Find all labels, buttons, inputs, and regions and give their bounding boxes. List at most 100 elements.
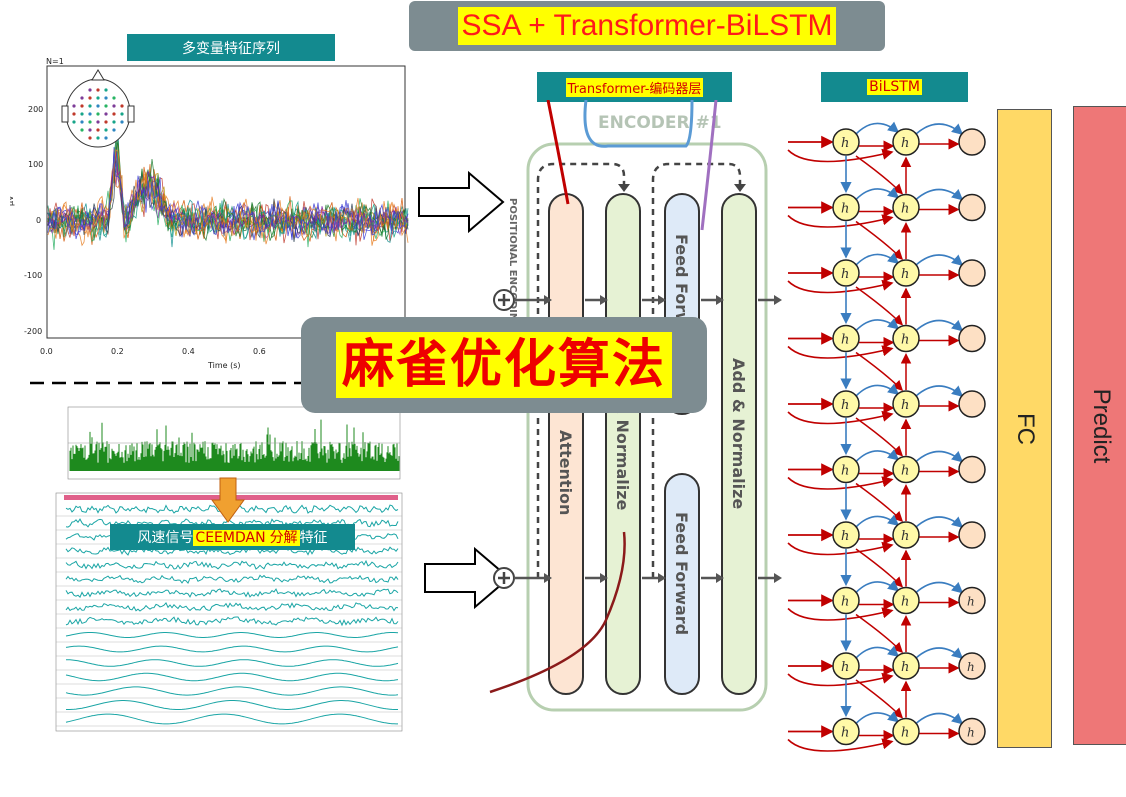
transformer-label: Transformer-编码器层 xyxy=(537,72,732,102)
topo-dot xyxy=(120,120,124,124)
topo-dot xyxy=(80,128,84,132)
imf-trace xyxy=(65,574,399,585)
ssa-overlay-text: 麻雀优化算法 xyxy=(335,332,672,398)
blue-connection-line xyxy=(583,100,694,148)
eeg-trace xyxy=(47,151,409,240)
positional-encoding-text: POSITIONAL ENCODING xyxy=(507,198,518,329)
eeg-ytick-3: -100 xyxy=(24,271,42,280)
eeg-trace xyxy=(47,131,409,240)
lstm-cell-node xyxy=(892,455,920,484)
fc-layer: FC xyxy=(997,109,1052,748)
topo-dot xyxy=(88,112,92,116)
topo-dot xyxy=(104,96,108,100)
imf-trace xyxy=(65,546,399,556)
svg-text:h: h xyxy=(901,136,909,151)
imf-trace xyxy=(66,659,399,667)
topo-dot xyxy=(72,112,76,116)
eeg-ylabel: μV xyxy=(10,195,15,206)
topo-dot xyxy=(104,104,108,108)
eeg-xtick-1: 0.2 xyxy=(111,347,124,356)
eeg-ytick-2: 0 xyxy=(36,216,41,225)
lstm-cell-node xyxy=(892,390,920,418)
add-normalize-column-2 xyxy=(721,193,757,695)
output-node xyxy=(958,717,986,746)
input-arrow-bottom xyxy=(424,546,511,610)
imf-trace xyxy=(66,700,398,710)
output-node xyxy=(958,259,986,287)
svg-text:h: h xyxy=(901,660,909,675)
topo-dot xyxy=(120,104,124,108)
topo-dot xyxy=(80,96,84,100)
title-box: SSA + Transformer-BiLSTM xyxy=(409,1,885,51)
svg-text:h: h xyxy=(901,726,909,741)
imf-trace xyxy=(65,713,398,725)
lstm-cell-node xyxy=(832,652,860,680)
topo-dot xyxy=(72,104,76,108)
imf-trace xyxy=(65,616,399,627)
topo-dot xyxy=(112,112,116,116)
lstm-cell-node xyxy=(832,128,860,156)
topo-dot xyxy=(96,88,100,92)
topo-dot xyxy=(96,104,100,108)
eeg-trace xyxy=(47,142,409,242)
svg-text:h: h xyxy=(967,595,975,609)
output-node xyxy=(958,193,986,222)
feed-forward-bottom-column xyxy=(664,473,700,695)
topo-dot xyxy=(80,104,84,108)
transformer-label-text: Transformer-编码器层 xyxy=(565,77,704,97)
topo-dot xyxy=(96,112,100,116)
svg-text:h: h xyxy=(841,398,849,413)
eeg-xlabel: Time (s) xyxy=(207,361,241,370)
feed-forward-bottom-text: Feed Forward xyxy=(672,512,691,635)
output-node xyxy=(958,390,986,418)
topo-dot xyxy=(80,120,84,124)
output-node xyxy=(958,652,986,680)
svg-text:h: h xyxy=(901,595,909,610)
predict-layer: Predict xyxy=(1073,106,1126,745)
imf-trace xyxy=(65,632,399,638)
topo-dot xyxy=(88,136,92,140)
topo-dot xyxy=(88,128,92,132)
output-node xyxy=(958,128,986,156)
lstm-cell-node xyxy=(892,717,920,746)
svg-text:h: h xyxy=(967,660,975,674)
topo-dot xyxy=(112,96,116,100)
svg-text:h: h xyxy=(841,267,849,282)
eeg-plot: N=1 μV Time (s) 200 100 0 -100 -200 0.0 … xyxy=(10,58,409,370)
topo-dot xyxy=(104,88,108,92)
topo-dot xyxy=(72,120,76,124)
imf-trace xyxy=(65,645,399,653)
topo-dot xyxy=(104,136,108,140)
svg-text:h: h xyxy=(841,595,849,610)
darkred-connection-line xyxy=(489,531,626,694)
diagram-title: SSA + Transformer-BiLSTM xyxy=(457,7,837,45)
imf-trace xyxy=(65,588,399,598)
eeg-traces xyxy=(47,131,409,250)
lstm-cell-node xyxy=(892,586,920,615)
topo-dot xyxy=(88,120,92,124)
wind-raw-signal xyxy=(68,419,400,471)
output-node xyxy=(958,586,986,615)
topo-dot xyxy=(88,88,92,92)
lstm-cell-node xyxy=(832,521,860,549)
output-node xyxy=(958,324,986,353)
output-node xyxy=(958,455,986,484)
topo-dot xyxy=(104,120,108,124)
lstm-cell-node xyxy=(892,324,920,353)
head-topomap-icon xyxy=(61,69,135,148)
svg-text:h: h xyxy=(901,398,909,413)
fc-text: FC xyxy=(1011,412,1039,445)
eeg-ytick-4: -200 xyxy=(24,327,42,336)
topo-dot xyxy=(80,112,84,116)
imf-trace xyxy=(65,518,399,528)
eeg-corner-label: N=1 xyxy=(46,58,64,66)
imf-trace xyxy=(65,601,399,612)
imf-trace xyxy=(65,672,399,682)
red-attention-line xyxy=(546,100,570,205)
topo-dot xyxy=(112,120,116,124)
multivar-label-text: 多变量特征序列 xyxy=(182,40,280,57)
predict-text: Predict xyxy=(1088,388,1115,463)
purple-connection-line xyxy=(700,100,718,231)
